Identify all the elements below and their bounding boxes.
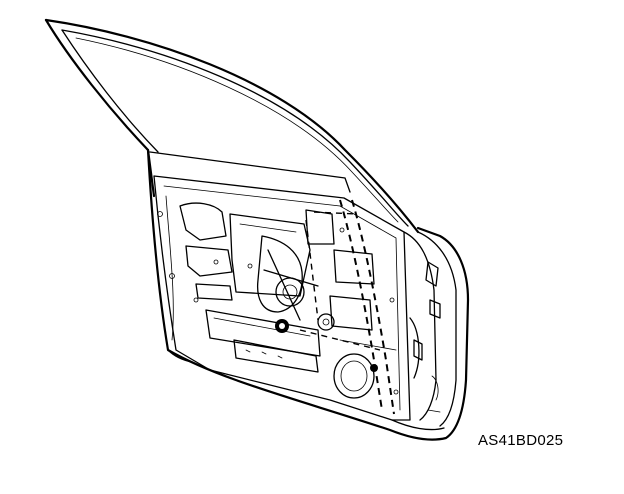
glass-run-channel [299,199,395,415]
access-holes [179,202,321,373]
fastener-holes [157,211,399,395]
figure-code-label: AS41BD025 [478,432,564,449]
door-outline [146,148,470,441]
window-frame [44,18,420,234]
window-regulator [256,209,335,331]
mounting-bolt [275,319,378,372]
inner-panel [153,175,411,421]
hinge-details [409,261,441,413]
right-openings [329,249,397,399]
